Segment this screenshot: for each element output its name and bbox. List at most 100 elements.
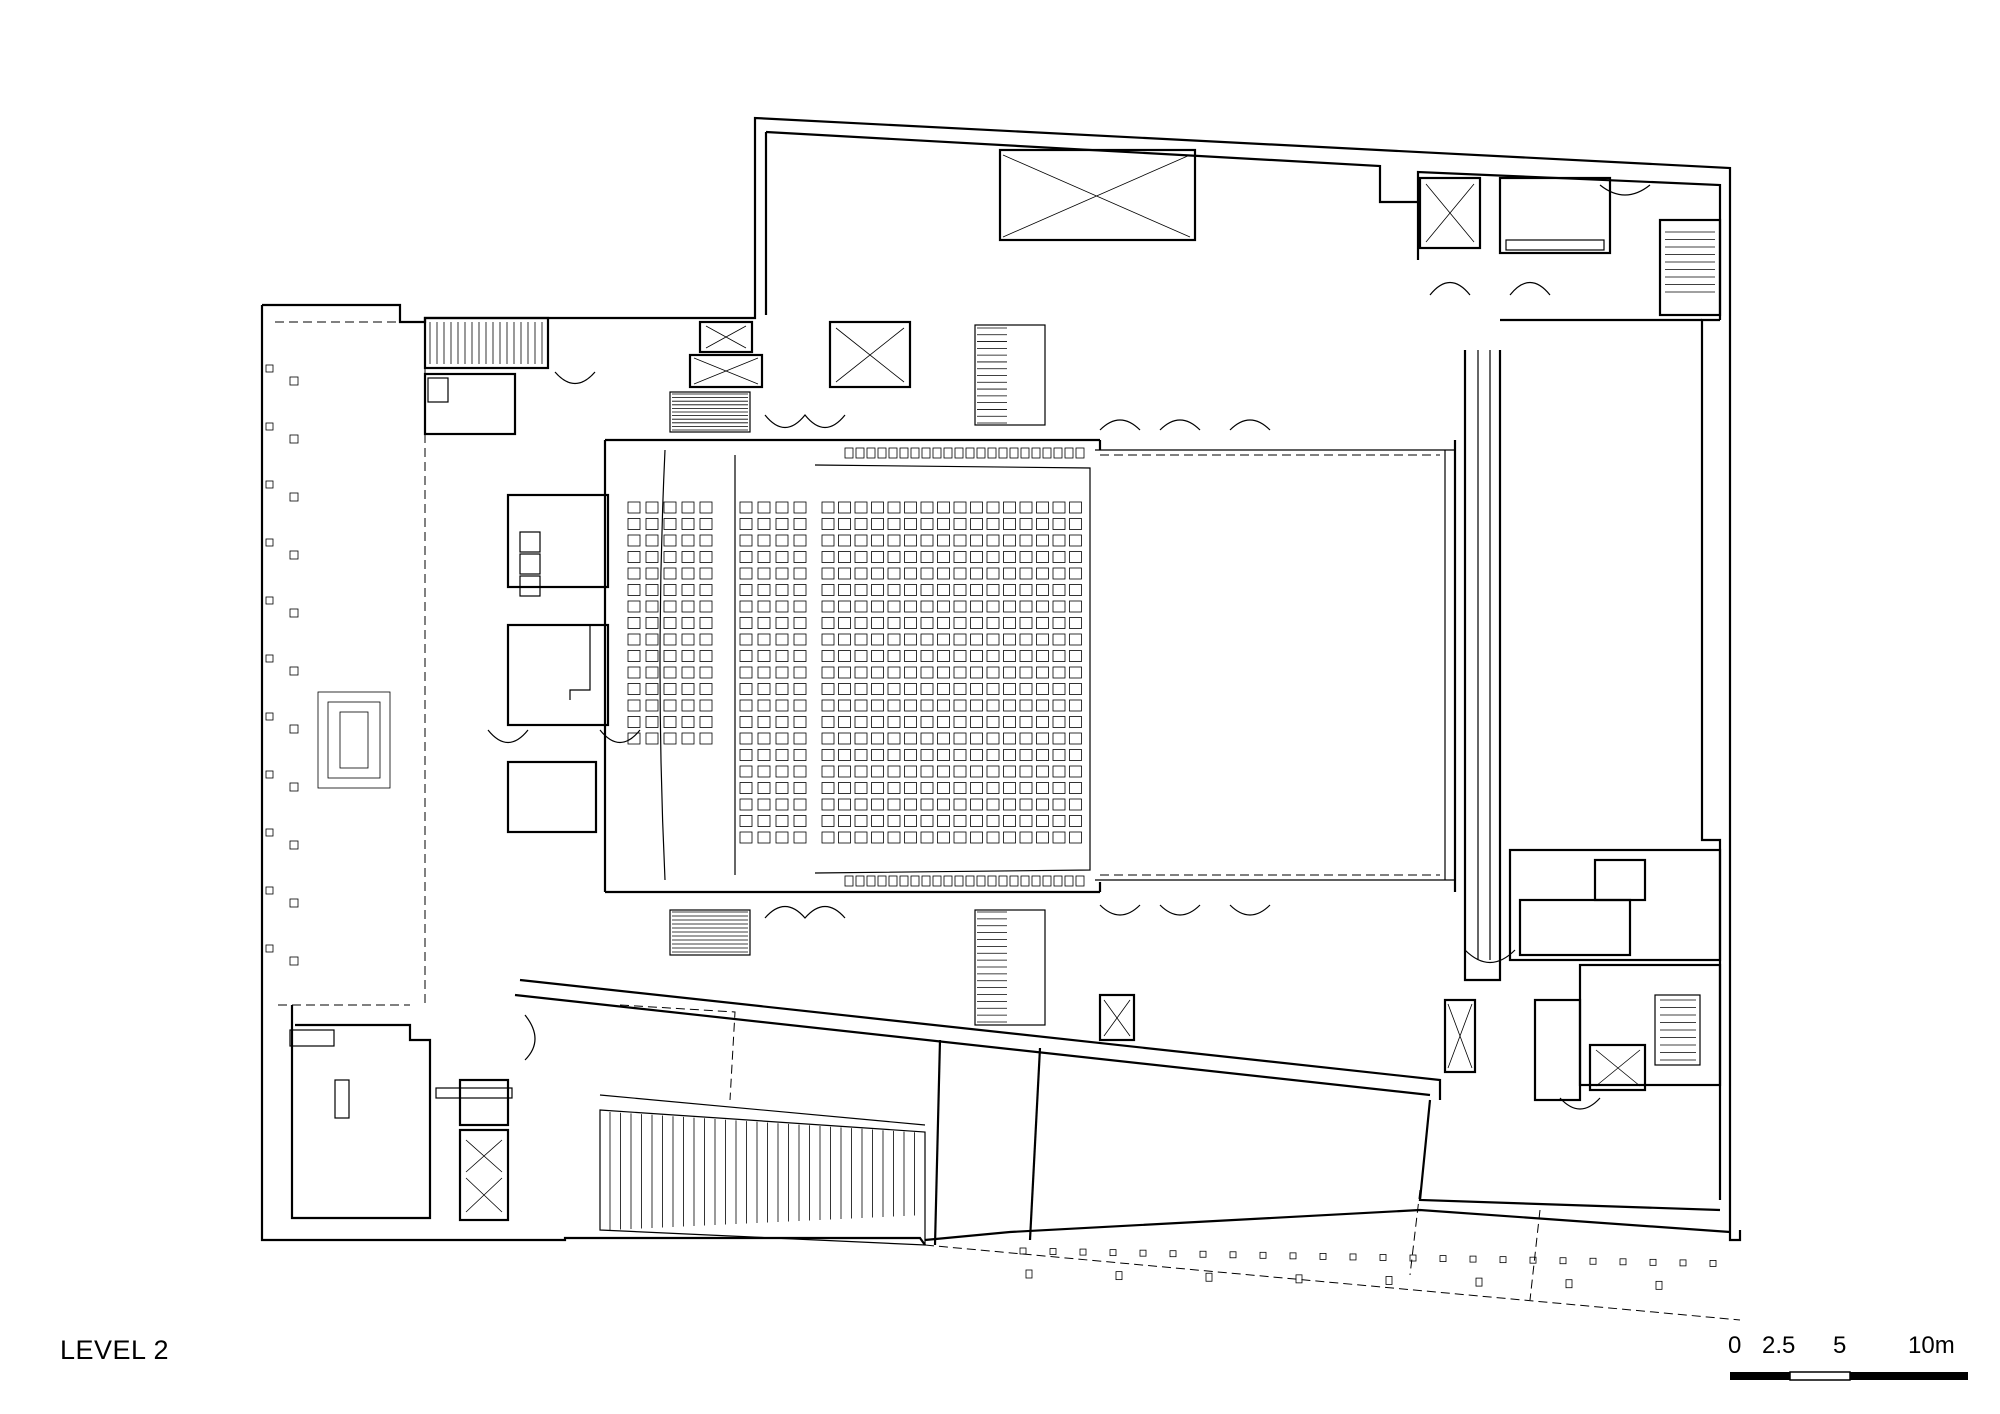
- seat: [854, 782, 868, 794]
- seat: [838, 765, 851, 778]
- seat: [821, 666, 835, 679]
- seat: [1003, 567, 1016, 580]
- seat: [871, 666, 884, 679]
- seat: [645, 699, 659, 712]
- seat: [838, 617, 851, 629]
- seat: [663, 699, 677, 712]
- seat: [904, 782, 917, 794]
- seat: [1036, 666, 1049, 679]
- seat: [965, 875, 975, 887]
- column-post: [1115, 1271, 1123, 1281]
- seat: [645, 584, 659, 596]
- seat: [1036, 633, 1049, 646]
- left-core: [423, 316, 610, 1222]
- seat: [899, 875, 909, 887]
- seat: [793, 567, 807, 580]
- seat: [854, 501, 868, 514]
- column-post: [1385, 1276, 1393, 1285]
- seat: [645, 501, 659, 514]
- seat: [1003, 765, 1016, 778]
- seat: [1042, 447, 1052, 459]
- seat: [663, 567, 677, 580]
- seat: [739, 501, 753, 514]
- seat: [1036, 567, 1049, 580]
- seat: [1036, 782, 1049, 794]
- seat: [821, 765, 835, 778]
- seat: [1003, 683, 1016, 695]
- seat: [681, 666, 695, 679]
- seat: [699, 584, 713, 596]
- column-post: [265, 480, 274, 489]
- seat: [920, 716, 934, 728]
- seat: [1009, 875, 1019, 887]
- seat: [1052, 633, 1066, 646]
- seat: [793, 782, 807, 794]
- seat: [1036, 518, 1049, 530]
- seat: [970, 683, 983, 695]
- seat: [739, 699, 753, 712]
- seat: [793, 534, 807, 547]
- seat: [937, 831, 950, 844]
- seat: [739, 617, 753, 629]
- seat: [1064, 875, 1074, 887]
- seat: [854, 534, 868, 547]
- seat: [970, 650, 983, 662]
- seat: [1052, 501, 1066, 514]
- seat: [793, 650, 807, 662]
- seat: [699, 567, 713, 580]
- seat: [871, 518, 884, 530]
- seat: [1069, 699, 1082, 712]
- seat: [663, 650, 677, 662]
- seat: [627, 732, 641, 745]
- seat: [986, 633, 1000, 646]
- seat: [739, 633, 753, 646]
- seat: [904, 617, 917, 629]
- seat: [953, 501, 967, 514]
- seat: [663, 732, 677, 745]
- seat: [699, 551, 713, 563]
- seat: [1069, 567, 1082, 580]
- seat: [970, 798, 983, 811]
- column-post: [289, 492, 299, 502]
- seat: [970, 551, 983, 563]
- seat: [1019, 683, 1033, 695]
- seat: [1052, 798, 1066, 811]
- seat: [866, 875, 876, 887]
- seat: [953, 782, 967, 794]
- seat: [757, 798, 771, 811]
- seat: [1003, 534, 1016, 547]
- seat: [1019, 600, 1033, 613]
- seat: [910, 875, 920, 887]
- seat: [970, 699, 983, 712]
- seat: [887, 600, 901, 613]
- column-post: [1289, 1252, 1297, 1260]
- seat: [681, 617, 695, 629]
- seat: [953, 584, 967, 596]
- seat: [1036, 815, 1049, 827]
- seat: [986, 716, 1000, 728]
- seat: [887, 633, 901, 646]
- seat: [904, 831, 917, 844]
- seat: [1052, 600, 1066, 613]
- scale-label-2-5: 2.5: [1762, 1332, 1796, 1359]
- seat: [970, 765, 983, 778]
- seat: [1064, 447, 1074, 459]
- seat: [838, 716, 851, 728]
- seat: [887, 798, 901, 811]
- seat: [681, 501, 695, 514]
- seat: [1019, 831, 1033, 844]
- seat: [757, 699, 771, 712]
- seat: [1052, 518, 1066, 530]
- seat: [821, 683, 835, 695]
- seat: [757, 749, 771, 761]
- seat: [937, 798, 950, 811]
- seat: [699, 699, 713, 712]
- seat: [986, 683, 1000, 695]
- seat: [1052, 782, 1066, 794]
- column-post: [289, 666, 299, 676]
- seat: [943, 447, 953, 459]
- column-post: [1025, 1269, 1033, 1279]
- seat: [1052, 815, 1066, 827]
- seat: [627, 633, 641, 646]
- column-post: [1409, 1254, 1417, 1262]
